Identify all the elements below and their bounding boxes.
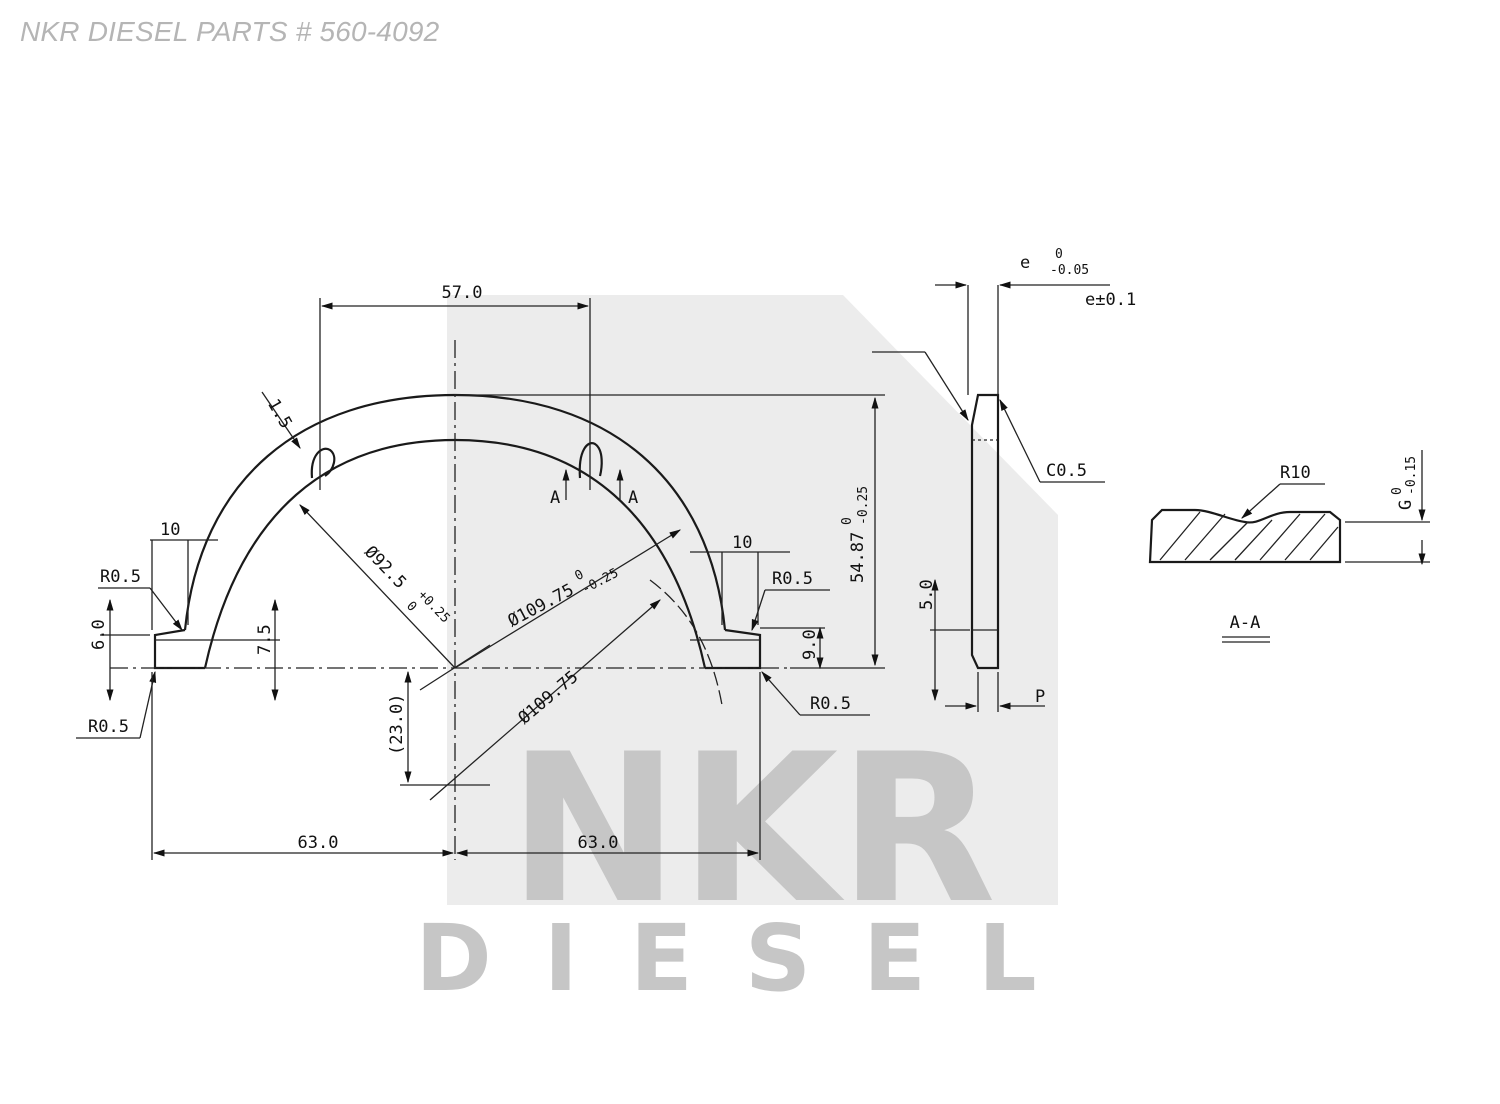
section-view: R10 G 0 -0.15 A-A (1148, 450, 1430, 643)
side-foot-label: P (1035, 687, 1045, 707)
section-profile (1148, 508, 1342, 564)
oil-groove-right (578, 442, 603, 479)
dim-right-tab: 10 (732, 533, 752, 553)
dim-left-tab: 10 (160, 520, 180, 540)
side-thickness-tol-upper: 0 (1055, 247, 1063, 262)
side-chamfer: C0.5 (1046, 461, 1087, 481)
side-foot-height: 5.0 (917, 579, 937, 610)
dim-height: 54.87 (848, 532, 868, 583)
dim-r-left-top: R0.5 (100, 567, 141, 587)
section-title: A-A (1230, 613, 1261, 633)
dim-height-tol-upper: 0 (840, 517, 855, 525)
side-view: e 0 -0.05 e±0.1 C0.5 5.0 P (872, 247, 1136, 712)
dim-lip-height: 7.5 (255, 624, 275, 655)
side-overall: e±0.1 (1085, 290, 1136, 310)
dim-r-right-bottom: R0.5 (810, 694, 851, 714)
dim-tab-height: 6.0 (89, 619, 109, 650)
side-thickness: e (1020, 253, 1030, 273)
dim-right-lip: 9.0 (800, 629, 820, 660)
dim-center-offset: (23.0) (387, 694, 407, 755)
section-depth-tol-lower: -0.15 (1404, 456, 1419, 495)
page-title: NKR DIESEL PARTS # 560-4092 (20, 16, 440, 47)
watermark-logo: NKR DIESEL (415, 295, 1088, 1012)
dim-inner-tol-upper: +0.25 (415, 588, 453, 627)
section-mark-left: A (550, 488, 560, 508)
dim-half-width-right: 63.0 (578, 833, 619, 853)
dim-width-top: 57.0 (442, 283, 483, 303)
section-mark-right: A (628, 488, 638, 508)
section-depth-tol-upper: 0 (1390, 487, 1405, 495)
watermark-brand: NKR (508, 711, 996, 949)
dim-height-tol-lower: -0.25 (856, 486, 871, 525)
side-thickness-tol-lower: -0.05 (1050, 263, 1089, 278)
dim-r-right-top: R0.5 (772, 569, 813, 589)
dim-inner-tol-lower: 0 (403, 599, 419, 615)
oil-groove-left (310, 447, 336, 479)
dim-r-left-bottom: R0.5 (88, 717, 129, 737)
left-tab (153, 628, 205, 670)
watermark-sub: DIESEL (415, 905, 1088, 1012)
dim-inner-dia: Ø92.5 (360, 542, 410, 593)
dim-half-width-left: 63.0 (298, 833, 339, 853)
section-depth: G (1396, 500, 1416, 510)
section-radius: R10 (1280, 463, 1311, 483)
